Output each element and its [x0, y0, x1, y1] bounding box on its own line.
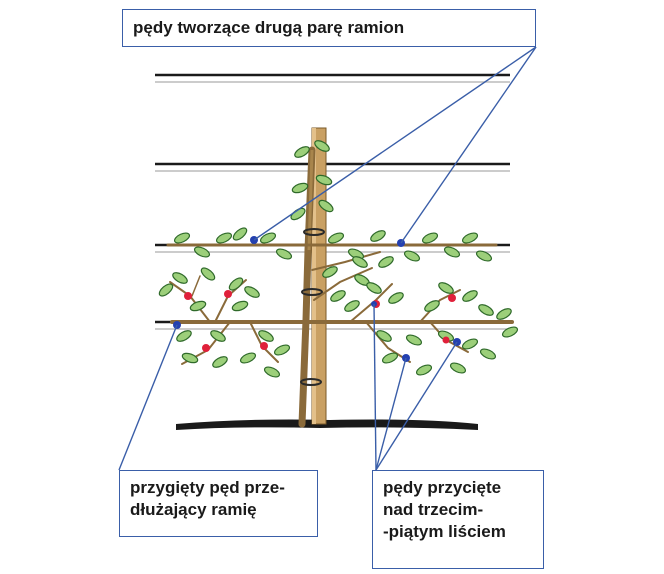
leaf-icon	[259, 232, 277, 244]
leaf-icon	[462, 290, 478, 302]
red-bud-icon	[224, 290, 232, 298]
red-bud-icon	[442, 336, 450, 344]
leaf-icon	[388, 292, 404, 304]
leaf-icon	[239, 352, 257, 364]
leaf-icon	[461, 338, 479, 350]
branch-right-sub-6	[313, 267, 373, 301]
leaf-icon	[244, 286, 260, 298]
leaf-icon	[275, 248, 293, 260]
leaf-icon	[381, 352, 399, 364]
leaf-icon	[210, 330, 226, 342]
leader-top-right	[400, 46, 537, 244]
leaf-icon	[403, 250, 421, 262]
red-bud-icon	[260, 342, 268, 350]
callout-pruned-shoots: pędy przycięte nad trzecim- -piątym liśc…	[372, 470, 544, 569]
ground	[176, 419, 478, 430]
leaf-icon	[215, 232, 233, 244]
leaf-icon	[193, 246, 211, 258]
leaf-icon	[231, 300, 249, 312]
leaf-icon	[181, 352, 199, 364]
leaf-icon	[232, 227, 248, 241]
leaf-icon	[200, 267, 216, 281]
leaf-icon	[424, 300, 440, 312]
leaf-icon	[366, 282, 382, 294]
leaf-icon	[421, 232, 439, 244]
leaf-icon	[376, 330, 392, 342]
leaf-icon	[443, 246, 461, 258]
leaf-icon	[273, 344, 291, 356]
leaf-icon	[176, 330, 192, 342]
leaves	[158, 140, 519, 378]
leaf-icon	[344, 300, 360, 312]
leaf-icon	[370, 230, 386, 242]
leaf-icon	[322, 266, 338, 278]
leaf-icon	[330, 290, 346, 302]
leaf-icon	[479, 348, 497, 360]
trunk-leader	[307, 149, 314, 251]
leaf-icon	[212, 356, 228, 368]
leaf-icon	[378, 256, 394, 268]
post-ties	[300, 228, 325, 386]
leader-left	[118, 324, 178, 471]
leaf-icon	[449, 362, 467, 374]
leaf-icon	[475, 250, 493, 262]
leaf-icon	[461, 232, 479, 244]
leader-top-left	[253, 46, 537, 241]
callout-second-arm-shoots: pędy tworzące drugą parę ramion	[122, 9, 536, 47]
branch-right-sub-5	[311, 251, 381, 271]
leaf-icon	[501, 326, 519, 338]
red-bud-icon	[448, 294, 456, 302]
branch-right-sub-3	[419, 289, 461, 323]
leaf-icon	[405, 334, 423, 346]
leader-right-1	[373, 303, 377, 471]
leaf-icon	[496, 308, 512, 320]
leader-right-2	[375, 357, 407, 471]
leaf-icon	[291, 182, 309, 194]
leaf-icon	[158, 283, 174, 297]
branch-left-sub-5	[191, 275, 201, 297]
leaf-icon	[258, 330, 274, 342]
leaf-icon	[478, 304, 494, 316]
leaf-icon	[189, 300, 207, 312]
leader-right-3	[375, 341, 458, 471]
callout-extension-shoot: przygięty pęd prze- dłużający ramię	[119, 470, 318, 537]
leaf-icon	[294, 146, 310, 158]
leaf-icon	[318, 199, 334, 213]
leaf-icon	[352, 256, 368, 268]
leaf-icon	[228, 277, 244, 291]
leaf-icon	[438, 282, 454, 294]
red-bud-icon	[184, 292, 192, 300]
leaf-icon	[415, 364, 433, 376]
branches	[166, 243, 514, 365]
red-bud-icon	[202, 344, 210, 352]
leaf-icon	[314, 140, 330, 152]
leaf-icon	[173, 232, 191, 244]
leaf-icon	[327, 232, 345, 244]
leaf-icon	[172, 272, 188, 284]
leaf-icon	[315, 174, 333, 186]
leader-lines	[118, 46, 537, 471]
leaf-icon	[263, 366, 281, 378]
